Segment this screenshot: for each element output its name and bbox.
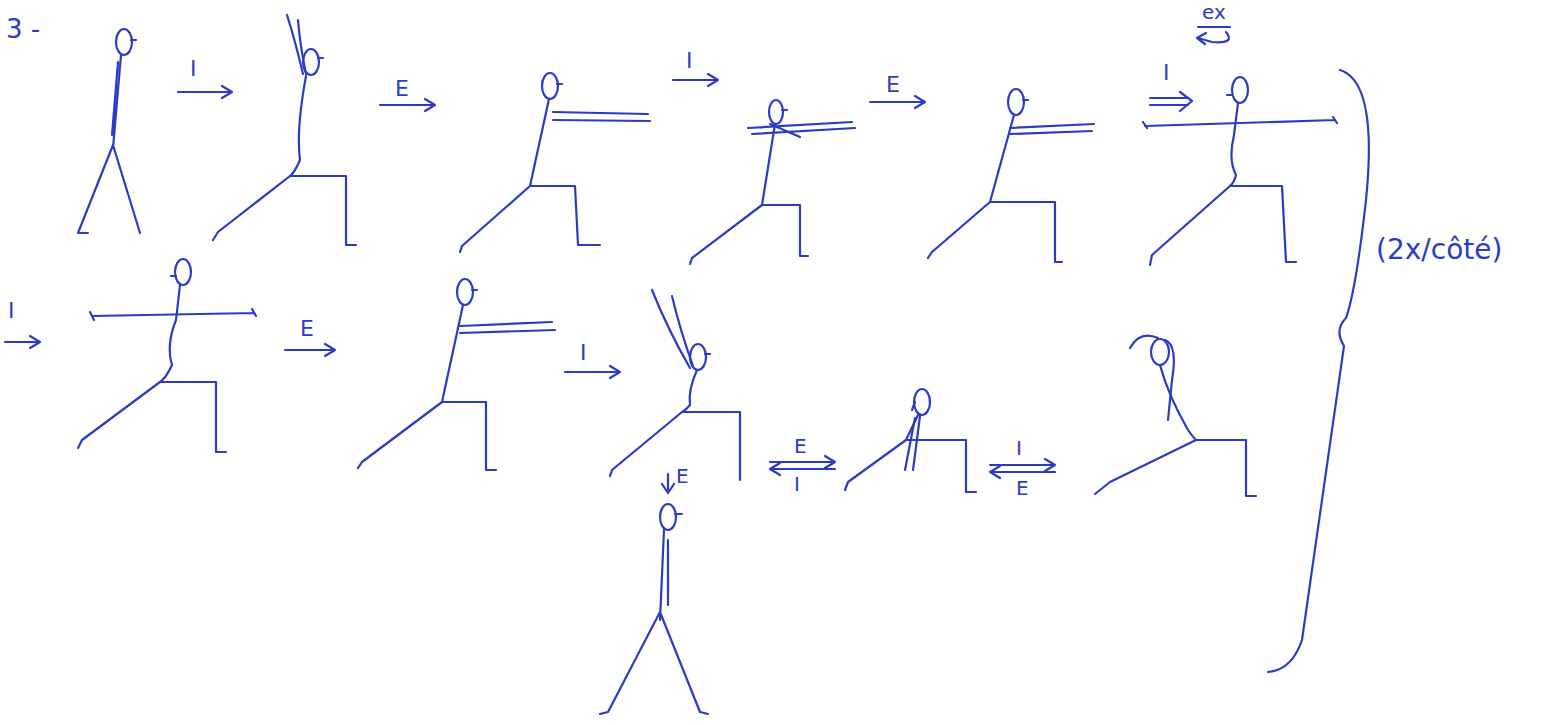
breath-label: E: [886, 74, 900, 96]
breath-label: E: [1016, 478, 1029, 498]
breath-label: E: [300, 318, 314, 340]
down-arrow: [662, 474, 674, 493]
step-arrow: [178, 86, 232, 98]
breath-label: E: [395, 78, 409, 100]
lunge-arms-forward-figure: [358, 279, 555, 470]
lunge-arms-forward-figure: [460, 73, 650, 252]
step-arrow: [673, 74, 718, 86]
breath-label: I: [1016, 438, 1022, 458]
breath-label: I: [794, 474, 800, 494]
breath-label: I: [1163, 62, 1170, 84]
step-arrow: [870, 96, 925, 108]
double-arrow: [770, 456, 835, 475]
warrior-arms-wide-figure: [1143, 77, 1337, 265]
warrior-arms-wide-figure: [78, 259, 256, 452]
brace: [1268, 70, 1369, 672]
standing-figure: [78, 29, 140, 233]
standing-figure: [600, 504, 708, 714]
lunge-arms-up-figure: [610, 290, 740, 480]
breath-label: I: [580, 342, 587, 364]
side-bend-figure: [1095, 336, 1256, 496]
sequence-number: 3 -: [6, 16, 40, 42]
breath-label: E: [676, 466, 689, 486]
breath-label: I: [8, 300, 15, 322]
breath-label: ex: [1202, 2, 1226, 22]
step-arrow: [5, 336, 40, 348]
breath-label: E: [794, 436, 807, 456]
step-arrow: [1150, 92, 1192, 111]
underline: [1198, 26, 1230, 28]
step-arrow: [565, 366, 620, 378]
lunge-arms-cross-figure: [690, 100, 855, 264]
breath-label: I: [190, 58, 197, 80]
step-arrow: [380, 99, 435, 111]
lunge-arms-up-figure: [213, 15, 356, 245]
lunge-arms-forward-figure: [928, 89, 1094, 262]
breath-label: I: [686, 50, 693, 72]
curved-arrow: [1197, 32, 1229, 44]
step-arrow: [285, 344, 335, 356]
repeat-note: (2x/côté): [1376, 236, 1502, 264]
double-arrow: [990, 459, 1055, 478]
lunge-arms-down-figure: [845, 389, 976, 492]
